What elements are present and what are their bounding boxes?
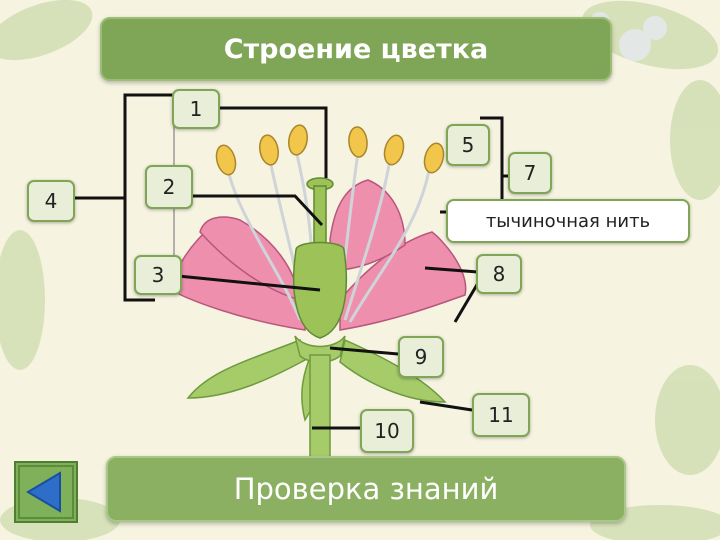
anthers: [215, 124, 445, 176]
back-button[interactable]: [14, 461, 78, 523]
label-7: 7: [508, 152, 552, 194]
petals: [173, 179, 467, 331]
label-8: 8: [476, 254, 522, 294]
sepals: [186, 338, 447, 422]
label-1: 1: [172, 89, 220, 129]
label-3: 3: [134, 255, 182, 295]
pistil: [292, 177, 348, 339]
triangle-left-icon: [14, 461, 78, 523]
label-5: 5: [446, 124, 490, 166]
title-banner: Строение цветка: [100, 17, 612, 81]
page-title: Строение цветка: [223, 33, 489, 65]
knowledge-check-button[interactable]: Проверка знаний: [106, 456, 626, 522]
label-11: 11: [472, 393, 530, 437]
label-2: 2: [145, 165, 193, 209]
label-stamen-filament: тычиночная нить: [446, 199, 690, 243]
label-9: 9: [398, 336, 444, 378]
label-4: 4: [27, 180, 75, 222]
knowledge-check-label: Проверка знаний: [233, 472, 499, 506]
leader-lines: [73, 93, 510, 430]
label-10: 10: [360, 409, 414, 453]
